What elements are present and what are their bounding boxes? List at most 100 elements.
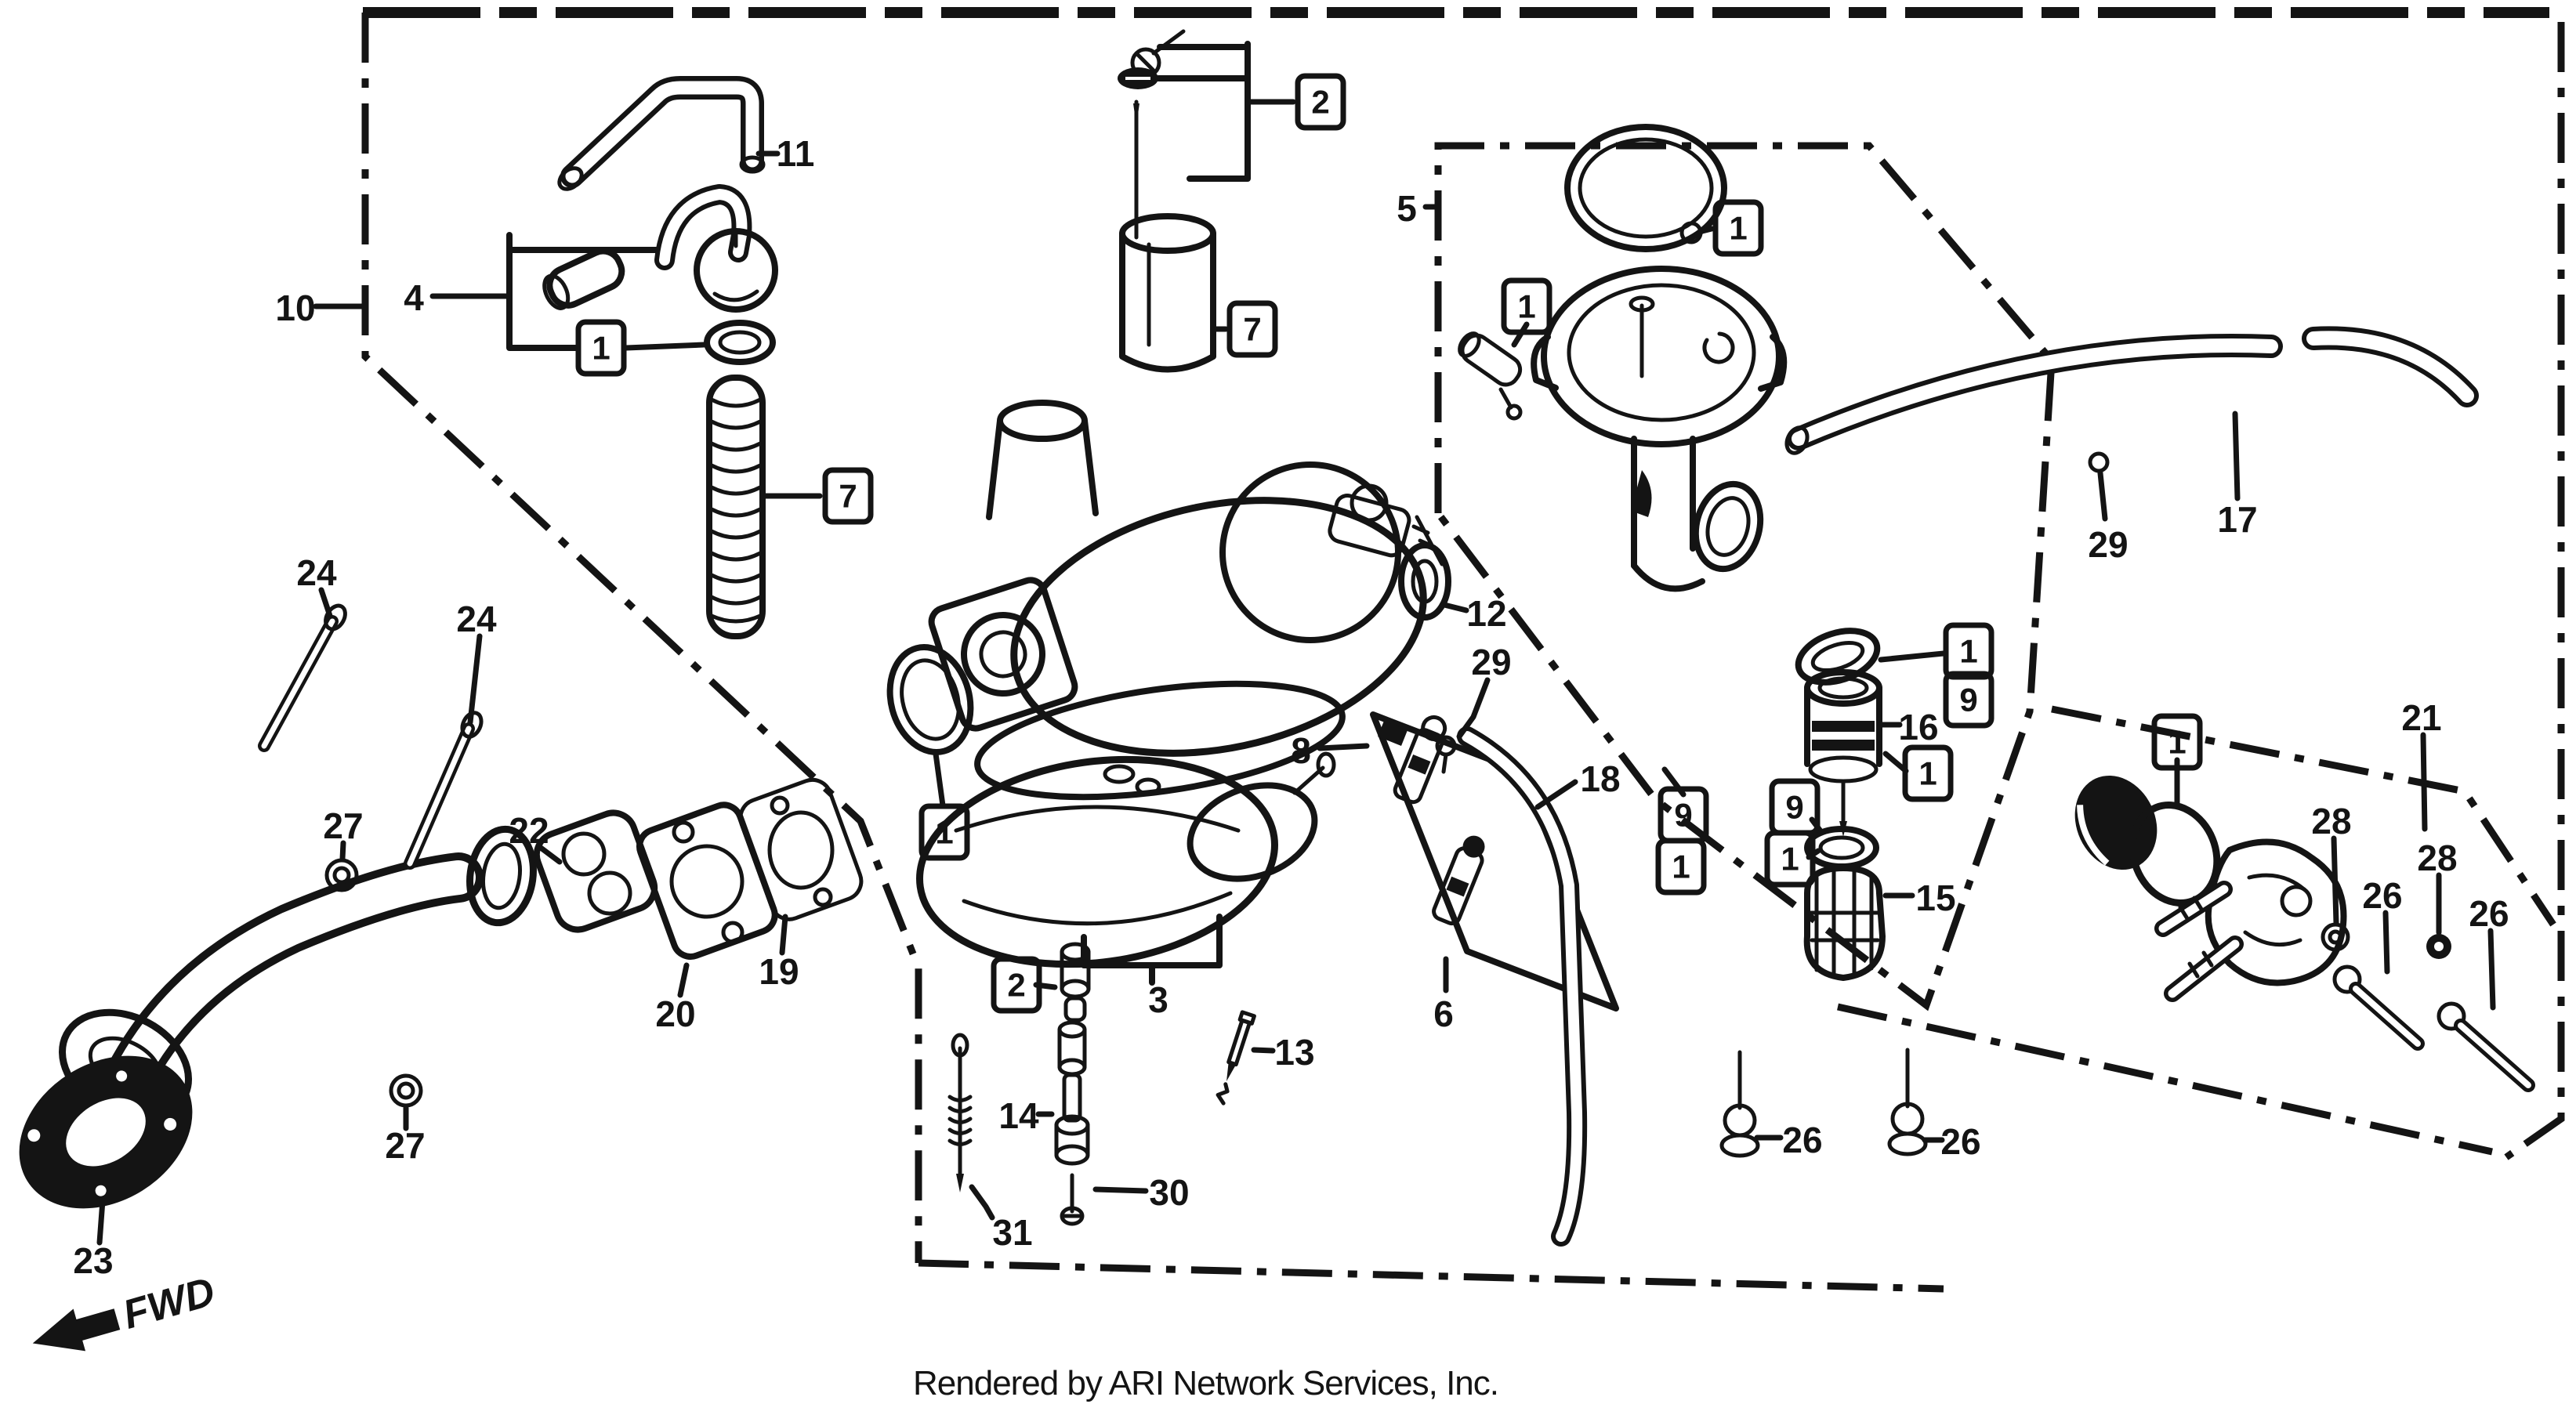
callout-box-1 [1943,622,1994,680]
top-cover-set-part5 [1458,124,1788,592]
cup-part16 [1804,669,1882,783]
callout-box-2 [991,956,1042,1014]
gasket-part23 [19,1055,193,1209]
left-group-boundary [361,13,922,1263]
seat-ring [1804,826,1879,870]
callout-20: 20 [655,993,695,1034]
fuel-valve-set-part21 [2074,775,2535,1092]
callout-box-9 [1943,671,1994,729]
needle-set-bracket [1155,41,1251,182]
callout-box-2 [1295,73,1346,131]
callout-leader [779,914,788,956]
cover-gasket-ring [1564,124,1727,252]
fwd-marker: FWD [32,1268,220,1352]
float-needle-part13 [1216,1010,1256,1106]
callout-leader [623,342,707,351]
callout-11: 11 [777,133,815,174]
set-o-ring [1795,628,1881,686]
filter-cup-part15 [1803,865,1886,981]
boxed-callout-1: 1 [1672,849,1690,885]
callout-19: 19 [759,951,799,992]
jet-kit-box-part6 [1370,711,1619,1011]
part4-bracket [506,232,661,351]
boxed-callout-1: 1 [935,814,953,851]
kit-jet-a [1393,715,1447,805]
boxed-callout-9: 9 [1785,789,1803,826]
callout-leader [2487,928,2496,1011]
bottom-group-boundary [918,1259,1944,1293]
pilot-screw-part31 [947,1033,973,1192]
top-set-part4 [506,184,778,365]
needle-set-top [1118,29,1251,373]
callout-leader [2331,835,2339,926]
valve-group-boundary-top [2051,705,2556,927]
callout-box-1 [1501,277,1552,335]
callout-5: 5 [1397,188,1417,229]
callout-17: 17 [2217,499,2257,540]
bowl-bracket-part3 [1081,914,1223,986]
main-jet-part14 [1054,1020,1090,1166]
callout-leader [1317,743,1370,751]
callout-26: 26 [2362,875,2402,916]
throttle-valve [1119,213,1216,373]
callout-14: 14 [998,1095,1039,1136]
boxed-callout-9: 9 [1959,682,1977,718]
callout-box-1 [1712,199,1764,257]
valve-group-boundary-bottom [1837,1003,2493,1156]
drain-tubes-part17 [1784,326,2479,473]
callout-12: 12 [1466,593,1506,634]
boxed-callout-1: 1 [1781,841,1799,878]
boxed-callout-1: 1 [1959,633,1977,670]
kit-jet-b [1432,835,1485,926]
boxed-callout-1: 1 [1918,755,1937,792]
callout-leader [96,1197,106,1246]
boxed-callout-2: 2 [1311,84,1329,121]
piston-set-column [1795,628,1886,981]
callout-27: 27 [385,1125,425,1166]
body-o-ring [886,644,974,755]
callout-30: 30 [1149,1172,1189,1213]
callout-leader [1534,779,1578,810]
callout-leader [1251,1047,1276,1054]
callout-leader [2382,910,2390,975]
boxed-callout-1: 1 [1729,210,1747,247]
tube-clip-pin [2088,451,2110,473]
boxed-callout-1: 1 [1517,288,1535,325]
float [1187,782,1318,882]
callout-6: 6 [1433,993,1454,1034]
valve-body [2205,838,2347,986]
callout-leader [1441,602,1469,613]
drain-bolt-b-part26 [1887,1048,1928,1156]
float-valve-set [1060,942,1091,1022]
callout-26: 26 [1782,1120,1822,1160]
callout-22: 22 [509,810,549,851]
callout-leader [1092,1186,1149,1194]
bolt-part26-a [2332,964,2425,1051]
callout-leader [969,1184,995,1221]
boxed-callout-9: 9 [1674,797,1692,834]
callout-26: 26 [2469,893,2509,934]
callout-leader [339,840,346,862]
callout-4: 4 [404,277,424,318]
callout-leader [2097,470,2108,522]
callout-box-1 [2151,713,2203,771]
cap-o-ring [704,320,776,365]
callout-leader [538,845,563,865]
throttle-linkage [1328,483,1451,621]
callout-26: 26 [1940,1121,1980,1162]
manifold-mouth [466,825,537,927]
fwd-arrow-icon [32,1308,121,1352]
callout-8: 8 [1291,730,1311,771]
gasket-part19 [738,777,864,921]
nozzle-joint [542,248,625,310]
callout-leader [2420,732,2428,832]
air-horn [997,400,1088,442]
top-cover-group-boundary [1434,142,2056,1011]
breather-tube-part11 [557,76,766,191]
callout-31: 31 [992,1212,1032,1253]
stud-part24-a [258,603,347,752]
callout-24: 24 [456,599,497,639]
callout-28: 28 [2311,801,2351,841]
